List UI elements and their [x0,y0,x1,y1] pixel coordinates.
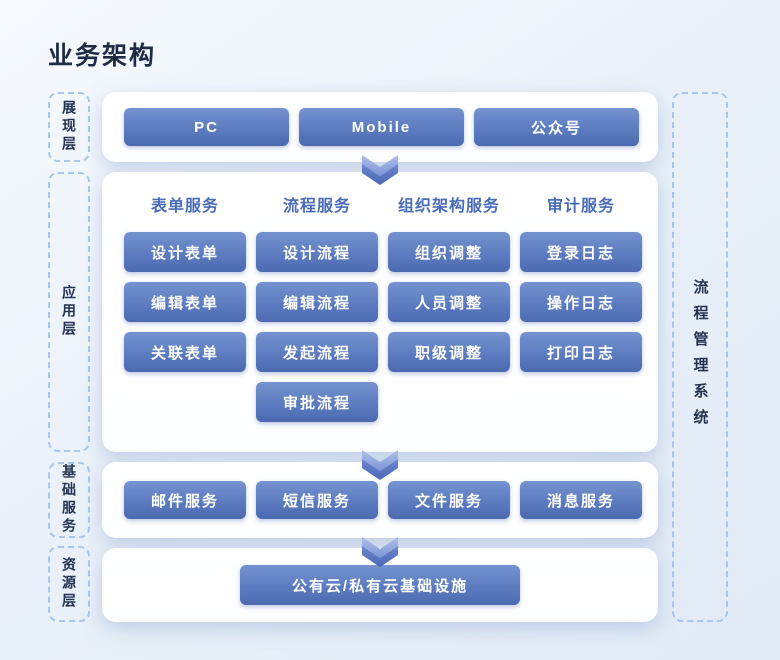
btn-rank-adjust[interactable]: 职级调整 [388,332,510,372]
page-title: 业务架构 [48,42,157,70]
layer-label-presentation: 展现层 [48,92,90,162]
panel-presentation-layer: PC Mobile 公众号 [102,92,658,162]
presentation-button-row: PC Mobile 公众号 [124,108,639,146]
btn-official-account[interactable]: 公众号 [474,108,639,146]
btn-operation-log[interactable]: 操作日志 [520,282,642,322]
btn-org-adjust[interactable]: 组织调整 [388,232,510,272]
column-audit-service: 审计服务 登录日志 操作日志 打印日志 [520,196,642,372]
btn-file-service[interactable]: 文件服务 [388,481,510,519]
btn-pc[interactable]: PC [124,108,289,146]
system-label-process-management: 流程管理系统 [672,92,728,622]
double-chevron-down-icon [362,537,398,567]
btn-login-log[interactable]: 登录日志 [520,232,642,272]
column-form-service: 表单服务 设计表单 编辑表单 关联表单 [124,196,246,372]
btn-start-process[interactable]: 发起流程 [256,332,378,372]
btn-link-form[interactable]: 关联表单 [124,332,246,372]
column-header-form-service: 表单服务 [150,198,219,215]
layer-label-text: 基础服务 [61,464,77,536]
btn-print-log[interactable]: 打印日志 [520,332,642,372]
btn-sms-service[interactable]: 短信服务 [256,481,378,519]
btn-mail-service[interactable]: 邮件服务 [124,481,246,519]
panel-application-layer: 表单服务 设计表单 编辑表单 关联表单 流程服务 设计流程 编辑流程 发起流程 … [102,172,658,452]
btn-design-process[interactable]: 设计流程 [256,232,378,272]
layer-label-text: 资源层 [61,557,77,611]
btn-approve-process[interactable]: 审批流程 [256,382,378,422]
btn-cloud-infrastructure[interactable]: 公有云/私有云基础设施 [240,565,520,605]
column-header-audit-service: 审计服务 [546,198,615,215]
btn-edit-form[interactable]: 编辑表单 [124,282,246,322]
double-chevron-down-icon [362,450,398,480]
btn-design-form[interactable]: 设计表单 [124,232,246,272]
layer-label-text: 应用层 [61,285,77,339]
column-header-process-service: 流程服务 [282,198,351,215]
layer-label-application: 应用层 [48,172,90,452]
column-org-structure-service: 组织架构服务 组织调整 人员调整 职级调整 [388,196,510,372]
layer-label-base-services: 基础服务 [48,462,90,538]
btn-mobile[interactable]: Mobile [299,108,464,146]
btn-message-service[interactable]: 消息服务 [520,481,642,519]
btn-personnel-adjust[interactable]: 人员调整 [388,282,510,322]
double-chevron-down-icon [362,155,398,185]
btn-edit-process[interactable]: 编辑流程 [256,282,378,322]
system-label-text: 流程管理系统 [691,279,709,435]
layer-label-text: 展现层 [61,100,77,154]
column-header-org-structure-service: 组织架构服务 [397,198,500,215]
column-process-service: 流程服务 设计流程 编辑流程 发起流程 审批流程 [256,196,378,422]
layer-label-resource: 资源层 [48,546,90,622]
